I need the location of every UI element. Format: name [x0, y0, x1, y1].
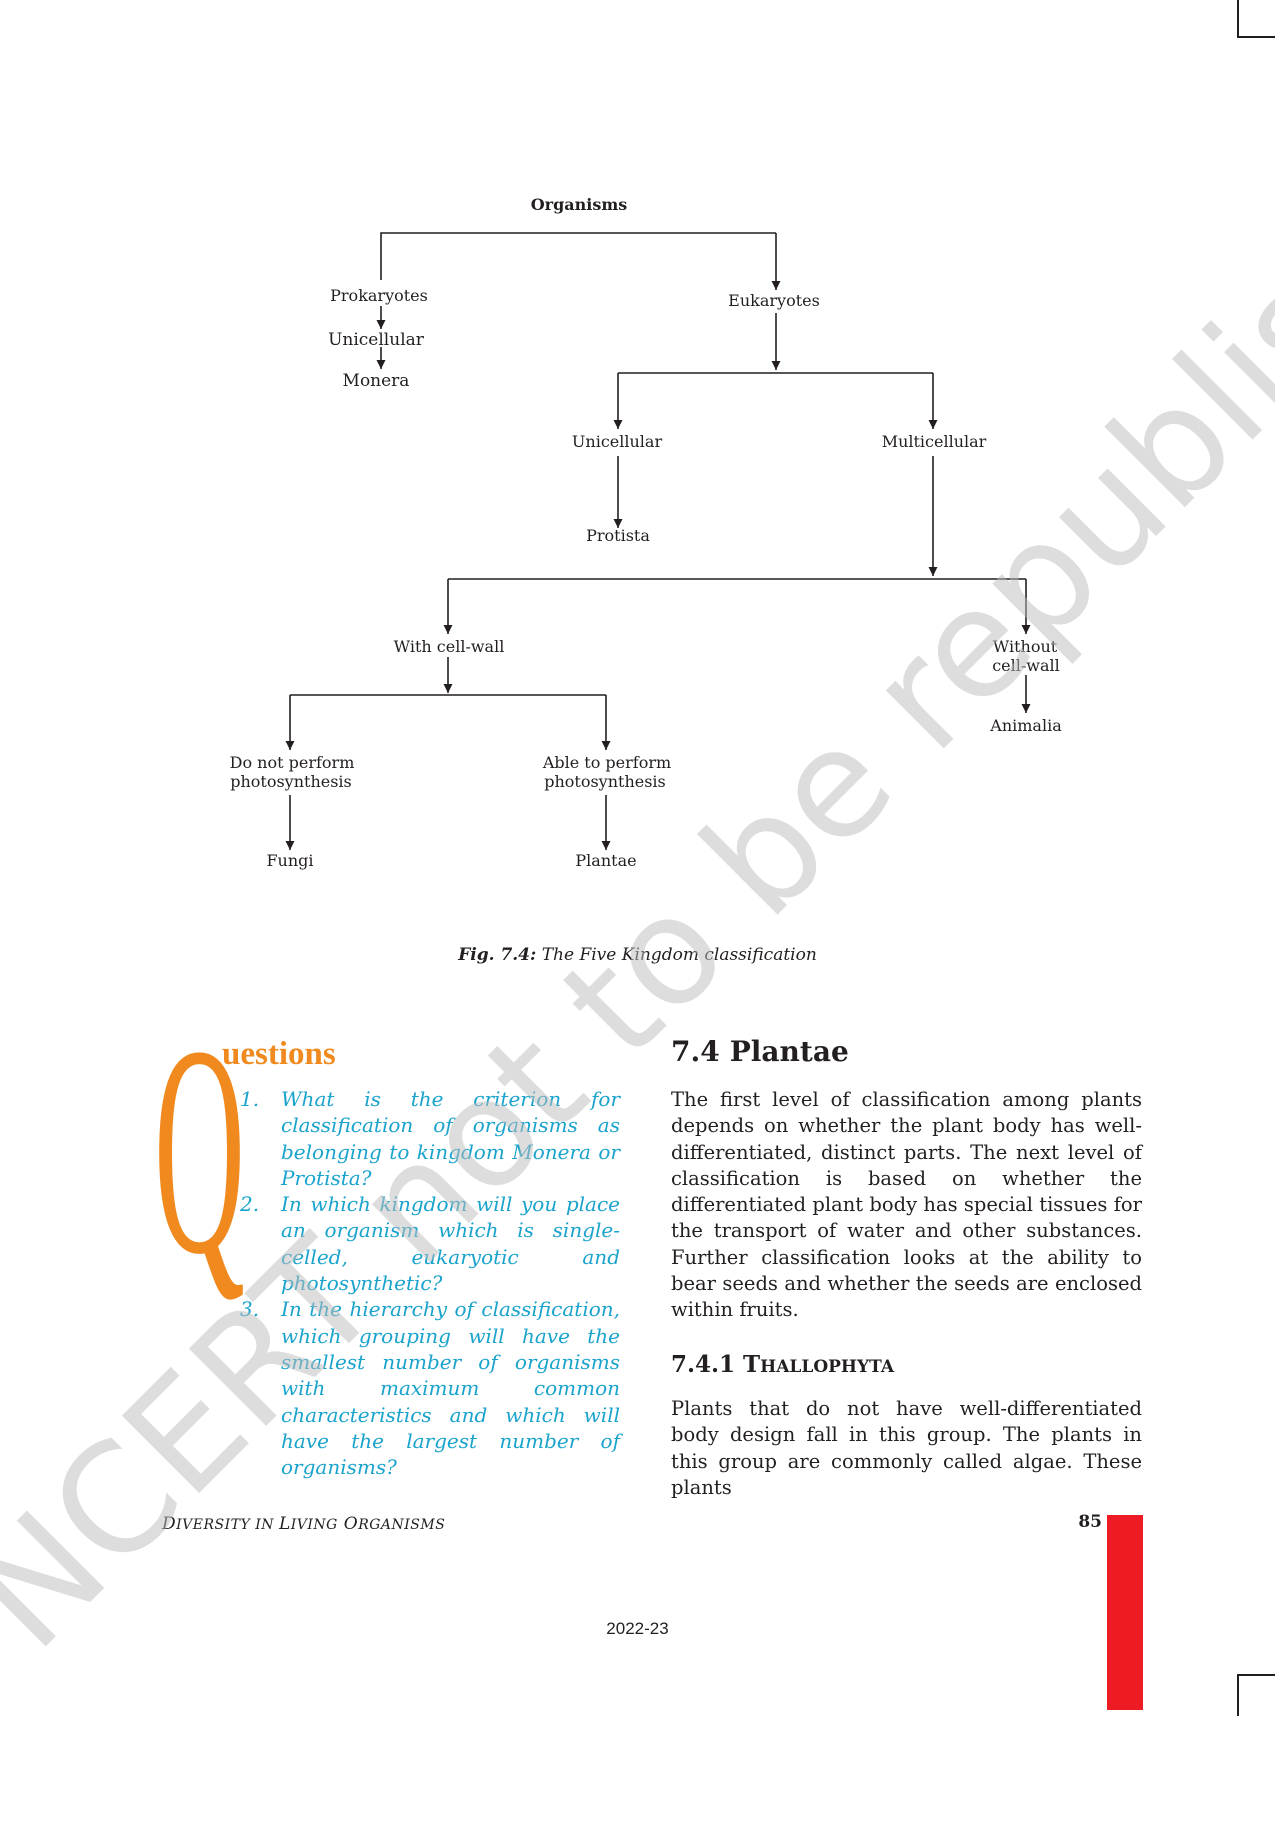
questions-drop-cap: Q [154, 984, 245, 1316]
page-number: 85 [1078, 1512, 1102, 1532]
node-euk-unicellular: Unicellular [572, 432, 663, 451]
figure-caption: Fig. 7.4: The Five Kingdom classificatio… [0, 945, 1275, 965]
node-plantae: Plantae [575, 851, 636, 870]
section-heading: 7.4 Plantae [671, 1035, 849, 1068]
question-item: 2. In which kingdom will you place an org… [240, 1191, 620, 1296]
node-multicellular: Multicellular [882, 432, 987, 451]
running-footer: DIVERSITY IN LIVING ORGANISMS [162, 1514, 446, 1534]
diagram-edges [285, 232, 1031, 850]
node-photosynthesis-line1: Able to perform [542, 753, 671, 772]
question-text: In the hierarchy of classification, whic… [281, 1297, 620, 1480]
crop-mark-top-right [1237, 0, 1275, 38]
page-edge-tab [1107, 1515, 1143, 1710]
node-no-photosynthesis-line1: Do not perform [230, 753, 355, 772]
section-paragraph-1: The first level of classification among … [671, 1088, 1142, 1322]
subsection-title-initial: T [743, 1351, 761, 1378]
figure-title: The Five Kingdom classification [536, 945, 817, 965]
diagram-nodes: Organisms Prokaryotes Eukaryotes Unicell… [230, 195, 1063, 870]
node-protista: Protista [586, 526, 650, 545]
questions-heading: uestions [222, 1036, 336, 1072]
node-without-cell-wall-line2: cell-wall [992, 656, 1060, 675]
node-prok-unicellular: Unicellular [328, 330, 425, 350]
node-eukaryotes: Eukaryotes [728, 291, 820, 310]
question-item: 3. In the hierarchy of classification, wh… [240, 1296, 620, 1480]
five-kingdom-diagram: Organisms Prokaryotes Eukaryotes Unicell… [230, 195, 1063, 870]
subsection-number: 7.4.1 [671, 1351, 736, 1378]
figure-label: Fig. 7.4: [458, 945, 537, 965]
question-number: 1. [240, 1087, 260, 1111]
subsection-heading: 7.4.1 THALLOPHYTA [671, 1351, 894, 1378]
node-fungi: Fungi [266, 851, 313, 870]
question-text: What is the criterion for classification… [281, 1087, 620, 1190]
question-item: 1. What is the criterion for classificati… [240, 1086, 620, 1191]
node-prokaryotes: Prokaryotes [330, 286, 428, 305]
question-text: In which kingdom will you place an organ… [281, 1192, 620, 1296]
node-with-cell-wall: With cell-wall [394, 637, 505, 656]
node-photosynthesis-line2: photosynthesis [544, 772, 666, 791]
node-without-cell-wall-line1: Without [993, 637, 1058, 656]
section-title: Plantae [729, 1035, 849, 1068]
question-number: 3. [240, 1297, 260, 1322]
crop-mark-bottom-right [1237, 1674, 1275, 1716]
edition-year: 2022-23 [606, 1619, 669, 1638]
node-animalia: Animalia [989, 716, 1062, 735]
section-paragraph-2: Plants that do not have well-differentia… [671, 1397, 1142, 1499]
node-monera: Monera [343, 371, 410, 391]
edge-organisms-prokaryotes [380, 232, 776, 280]
question-number: 2. [240, 1192, 260, 1217]
section-number: 7.4 [671, 1035, 720, 1068]
subsection-title-rest: HALLOPHYTA [760, 1357, 895, 1377]
questions-list: 1. What is the criterion for classificati… [240, 1086, 620, 1480]
node-no-photosynthesis-line2: photosynthesis [230, 772, 352, 791]
node-organisms: Organisms [531, 195, 628, 214]
